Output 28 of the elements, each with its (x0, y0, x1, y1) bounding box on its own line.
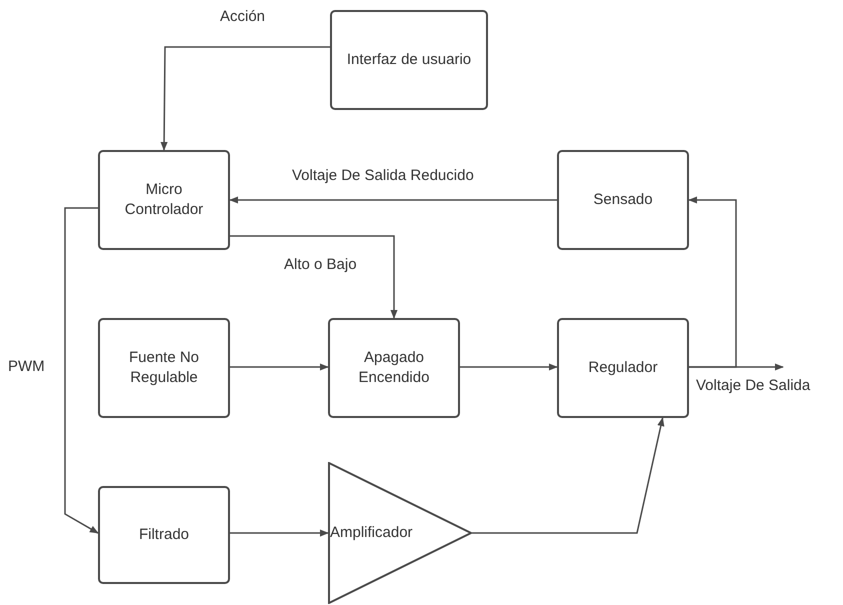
node-label: Filtrado (138, 525, 190, 545)
node-label: Interfaz de usuario (346, 50, 472, 70)
edge-label: Alto o Bajo (282, 256, 359, 274)
edge-label: Voltaje De Salida (694, 377, 812, 395)
process-box (98, 150, 230, 250)
arrow (460, 363, 558, 371)
arrow (472, 417, 664, 534)
arrow (64, 207, 99, 534)
node-label: Sensado (592, 190, 654, 210)
process-box (557, 318, 689, 418)
node-label: Amplificador (329, 523, 414, 543)
process-box (330, 10, 488, 110)
node-label: Micro Controlador (124, 180, 204, 220)
node-label: Apagado Encendido (358, 348, 430, 388)
process-box (98, 486, 230, 584)
arrow (688, 196, 737, 368)
arrow (230, 529, 329, 537)
process-box (328, 318, 460, 418)
node-label: Regulador (587, 358, 659, 378)
node-label: Fuente No Regulable (128, 348, 200, 388)
edge-label: Voltaje De Salida Reducido (290, 167, 476, 185)
arrow (229, 196, 557, 204)
arrow (160, 46, 330, 151)
process-box (98, 318, 230, 418)
arrow (230, 363, 329, 371)
amplifier-triangle (328, 462, 472, 604)
process-box (557, 150, 689, 250)
arrow (230, 235, 398, 319)
